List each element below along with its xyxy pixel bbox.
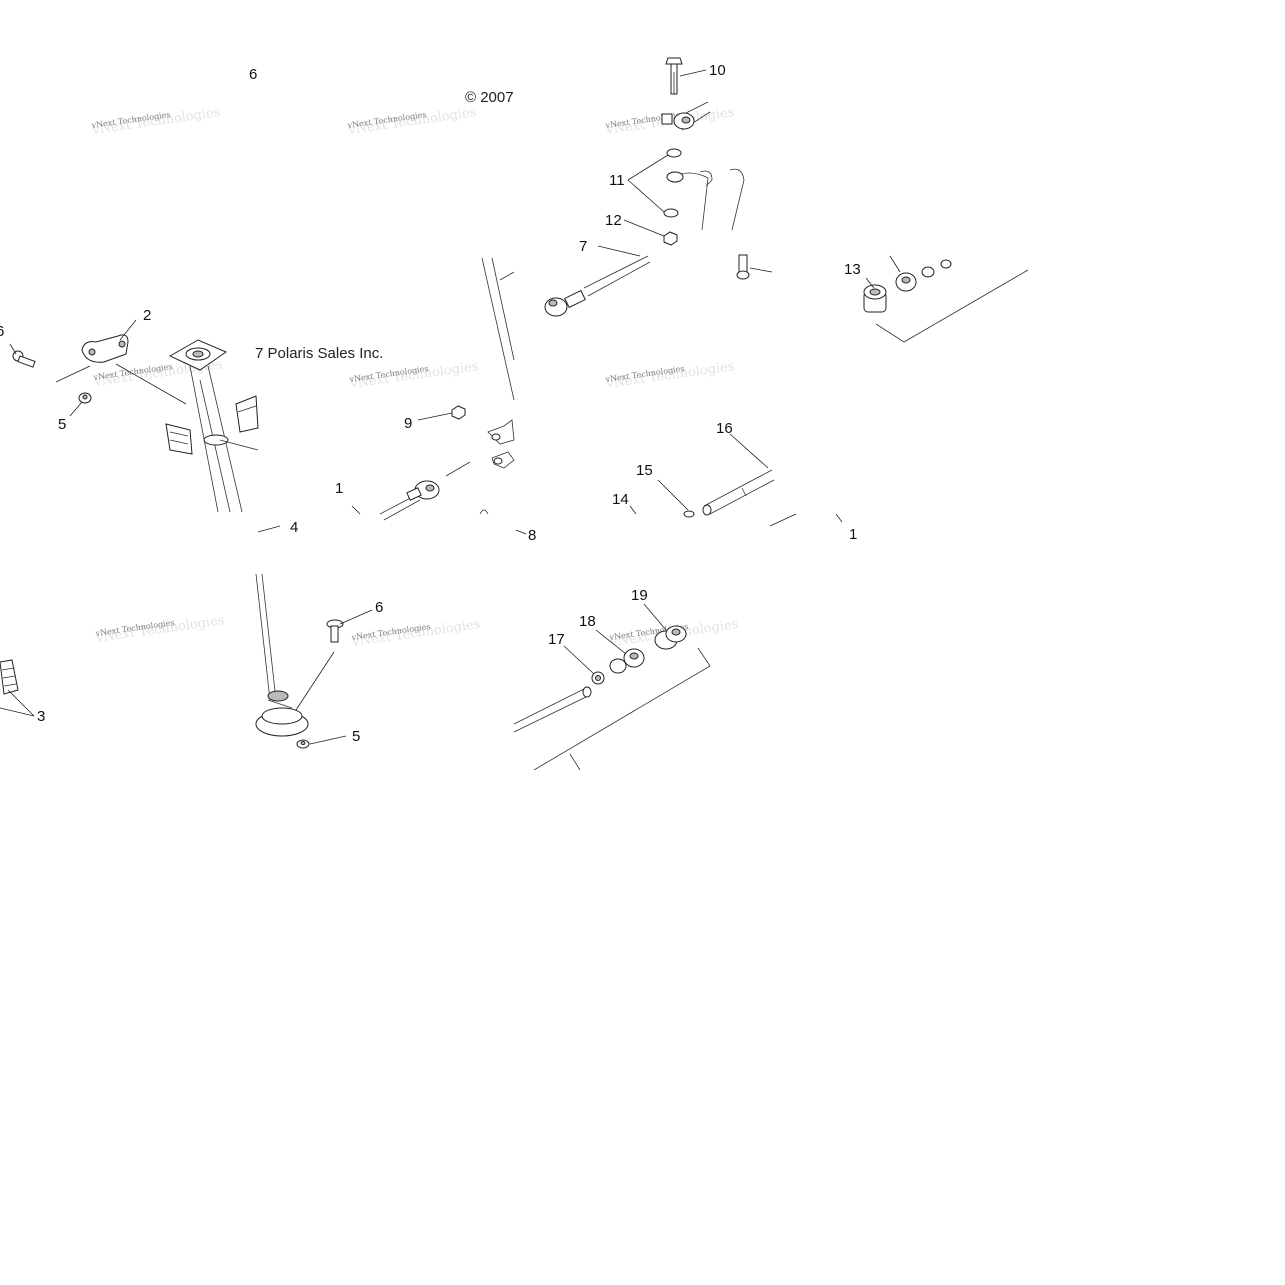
washer-15 — [683, 510, 695, 518]
nut-5-left — [78, 392, 92, 404]
washer-11-upper — [666, 148, 682, 158]
callout-16: 16 — [716, 420, 733, 437]
center-frame — [479, 257, 515, 515]
copyright-owner: 7 Polaris Sales Inc. — [255, 345, 383, 362]
ball-joint-upper — [661, 101, 711, 131]
tie-rod-7 — [544, 255, 651, 317]
callout-6-top: 6 — [249, 66, 257, 83]
callout-11: 11 — [609, 172, 625, 189]
callout-8: 8 — [528, 527, 536, 544]
tie-rod-end-13 — [863, 259, 952, 313]
jam-nut-17 — [591, 671, 605, 685]
clamp-assembly-left — [12, 334, 187, 405]
assembly-bracket-lower — [533, 647, 711, 771]
copyright-year: © 2007 — [465, 89, 514, 106]
callout-6-bottom: 6 — [375, 599, 383, 616]
lower-flange — [255, 690, 309, 737]
tie-rod-end-18 — [609, 648, 645, 674]
callout-3: 3 — [37, 708, 45, 725]
bolt-10 — [665, 57, 683, 95]
nut-9 — [451, 405, 466, 420]
boot-19 — [654, 625, 687, 650]
callout-6-left: 6 — [0, 323, 4, 340]
lower-tie-rod-assembly — [513, 625, 711, 771]
callout-12: 12 — [605, 212, 622, 229]
boot-3 — [0, 659, 19, 695]
nut-12 — [663, 231, 678, 246]
clamp-2 — [81, 334, 129, 363]
callout-13: 13 — [844, 261, 861, 278]
callout-19: 19 — [631, 587, 648, 604]
bolt-6-bottom — [326, 619, 344, 643]
boot — [165, 395, 259, 455]
upper-flange — [168, 339, 228, 371]
callout-2: 2 — [143, 307, 151, 324]
callout-17: 17 — [548, 631, 565, 648]
callout-18: 18 — [579, 613, 596, 630]
bolt-lower-right — [736, 254, 773, 280]
callout-7: 7 — [579, 238, 587, 255]
callout-1-left: 1 — [335, 480, 343, 497]
callout-5-bottom: 5 — [352, 728, 360, 745]
callout-15: 15 — [636, 462, 653, 479]
callout-9: 9 — [404, 415, 412, 432]
nut-5-bottom — [296, 739, 310, 749]
callout-5-left: 5 — [58, 416, 66, 433]
tie-rod-16 — [683, 469, 797, 527]
steering-column-assembly — [165, 339, 344, 749]
leader-lines — [0, 69, 901, 745]
callout-14: 14 — [612, 491, 629, 508]
upper-tie-rod-assembly — [544, 57, 1029, 343]
tie-rod-1-left — [379, 405, 471, 521]
callout-labels: 6 10 11 12 7 13 6 2 5 9 16 15 14 1 4 8 1… — [0, 62, 861, 745]
callout-10: 10 — [709, 62, 726, 79]
callout-4: 4 — [290, 519, 298, 536]
steering-arm-bracket — [666, 168, 745, 231]
washer-11-lower — [663, 208, 679, 218]
bolt-6-left — [12, 350, 36, 368]
assembly-bracket-13 — [875, 269, 1029, 343]
callout-1-right: 1 — [849, 526, 857, 543]
bracket-8 — [479, 419, 515, 515]
